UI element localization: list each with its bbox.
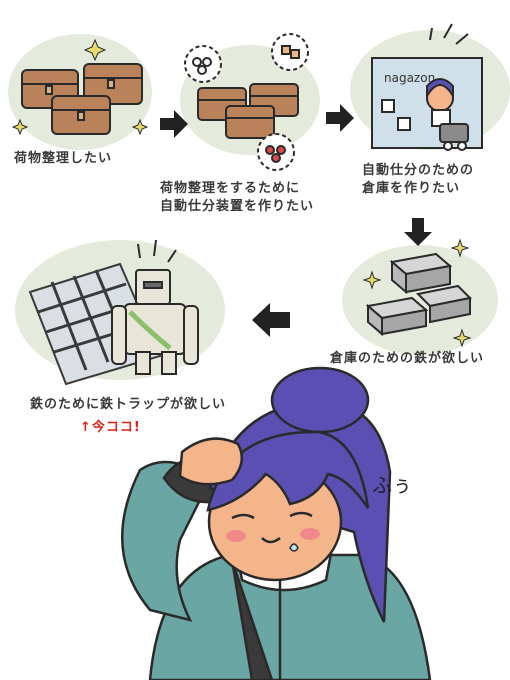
iron-ingot-icon [365, 252, 473, 337]
step-2-line-1: 荷物整理をするために [160, 181, 301, 196]
step-2-caption: 荷物整理をするために 自動仕分装置を作りたい [160, 180, 314, 216]
warehouse-poster-icon: nagazon [371, 23, 483, 151]
arrow-left-icon [252, 303, 290, 337]
character-figure [120, 366, 432, 680]
step-4-caption: 倉庫のための鉄が欲しい [330, 351, 485, 366]
step-1-caption: 荷物整理したい [14, 151, 113, 166]
iron-golem-icon [111, 239, 199, 375]
svg-text:nagazon: nagazon [384, 71, 435, 85]
step-5-caption: 鉄のために鉄トラップが欲しい [30, 397, 227, 412]
step-3-line-1: 自動仕分のための [362, 163, 475, 178]
sparkle-icon [11, 38, 149, 136]
sparkle-icon [362, 238, 472, 348]
step-3-line-2: 倉庫を作りたい [362, 181, 461, 196]
arrow-right-icon [160, 110, 188, 138]
sorting-device-icon [184, 33, 309, 171]
chest-pile-icon [21, 63, 143, 135]
arrow-right-icon [326, 104, 354, 132]
arrow-down-icon [404, 218, 432, 246]
step-2-line-2: 自動仕分装置を作りたい [160, 199, 315, 214]
current-position-marker: ↑今ココ! [80, 420, 141, 435]
step-3-caption: 自動仕分のための 倉庫を作りたい [362, 162, 474, 198]
sound-effect-text: ふぅ [372, 473, 412, 497]
